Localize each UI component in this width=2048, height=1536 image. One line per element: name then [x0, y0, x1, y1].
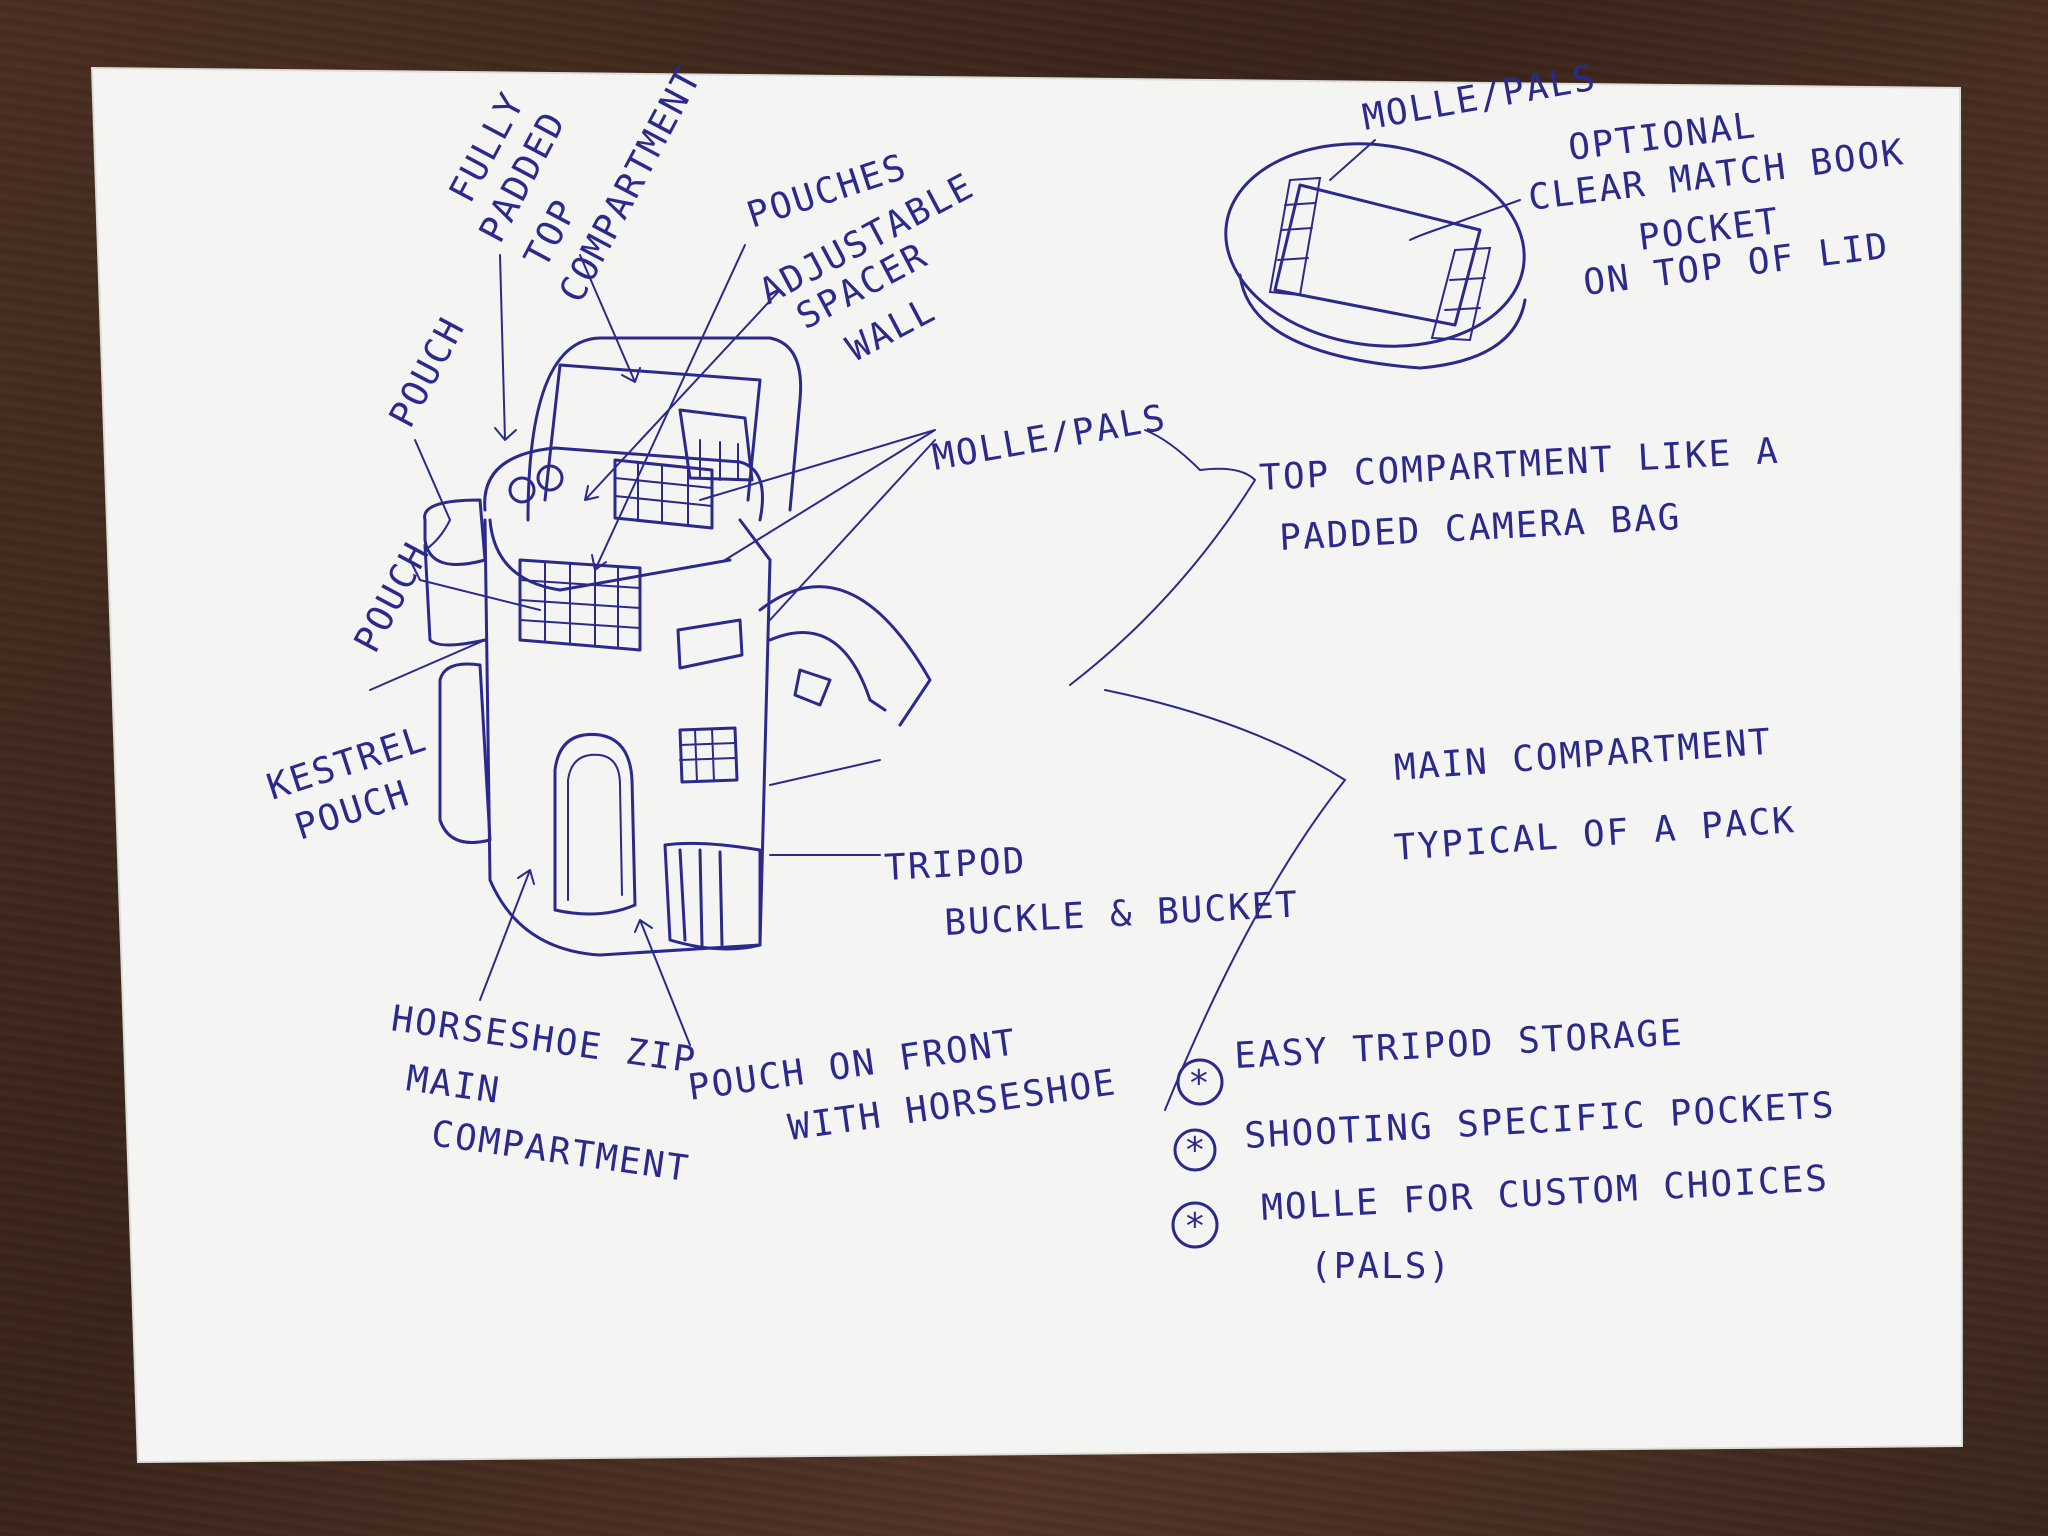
feature-note: (PALS)	[1310, 1246, 1452, 1287]
backpack-drawing	[423, 336, 932, 957]
lid-drawing	[1224, 142, 1527, 370]
leader-lines	[369, 139, 1521, 1111]
feature-bullet-3: *	[1184, 1206, 1208, 1247]
feature-bullet-1: *	[1188, 1063, 1212, 1104]
feature-bullet-2: *	[1184, 1130, 1208, 1171]
label-tripod-1: TRIPOD	[883, 841, 1027, 889]
bullet-circle-1	[1176, 1058, 1224, 1106]
paper-sheet	[90, 66, 1964, 1464]
bullet-circle-3	[1171, 1201, 1219, 1249]
bullet-circle-2	[1173, 1128, 1217, 1172]
